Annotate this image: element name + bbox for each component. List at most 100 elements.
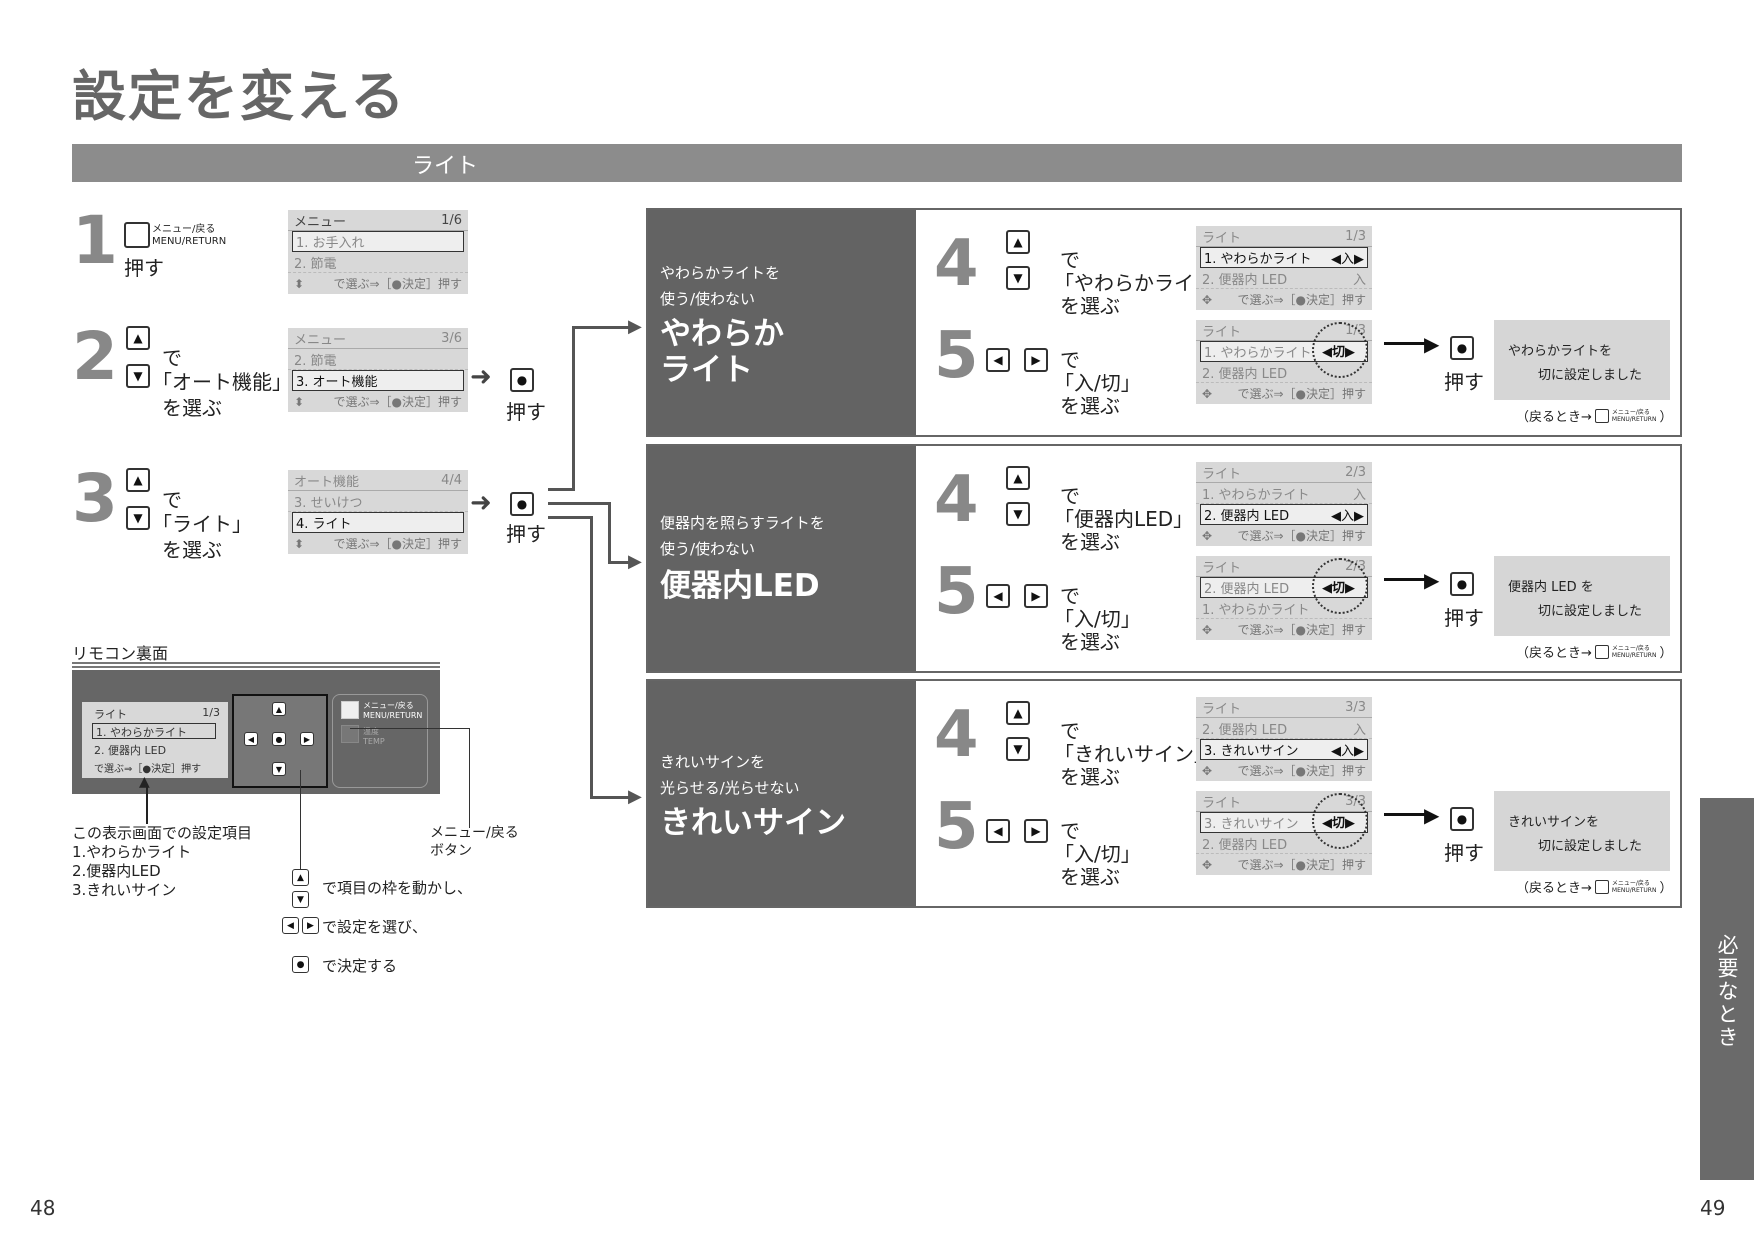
menu-row-label: 1. やわらかライト (1204, 252, 1312, 267)
menu-row-label: 3. せいけつ (294, 495, 363, 511)
leader-line (300, 770, 301, 870)
panel-desc: きれいサインを (660, 753, 766, 771)
step4-choice: 「便器内LED」 (1054, 507, 1194, 531)
step2-de: で (162, 346, 182, 370)
step2-push: 押す (506, 400, 546, 424)
menu-row-label: 2. 節電 (294, 256, 337, 272)
page-title: 設定を変える (72, 65, 407, 128)
step-number-5: 5 (934, 319, 979, 393)
enter-button[interactable]: ● (272, 732, 286, 746)
down-button[interactable]: ▼ (272, 762, 286, 776)
step5-select: を選ぶ (1060, 865, 1120, 889)
connector-arrow-icon: ▶ (628, 551, 642, 572)
menu-header: メニュー (294, 214, 347, 230)
confirm-message-box: 便器内 LED を 切に設定しました (1494, 556, 1670, 636)
menu-row-selected: 1. お手入れ (292, 231, 464, 252)
step-number-5: 5 (934, 555, 979, 629)
menu-row-value: 入 (1352, 722, 1366, 738)
step-number-4: 4 (934, 698, 979, 772)
confirm-message: きれいサインを (1508, 815, 1600, 830)
step5-de: で (1060, 348, 1080, 372)
highlight-circle (1312, 322, 1368, 378)
side-tab-label: 必要なとき (1715, 934, 1739, 1049)
menu-row-value: 入 (1352, 272, 1366, 288)
panel-name: やわらか (660, 316, 784, 352)
step-number-5: 5 (934, 790, 979, 864)
menu-row-label: 3. きれいサイン (1204, 817, 1299, 832)
menu-return-button[interactable] (341, 701, 359, 719)
remote-screen-row: 1. やわらかライト (92, 723, 216, 739)
step5-onoff: 「入/切」 (1054, 607, 1141, 631)
menu-return-button-icon (124, 222, 150, 248)
connector-line (572, 326, 632, 329)
page-number-left: 48 (30, 1196, 56, 1220)
step5-de: で (1060, 819, 1080, 843)
remote-note: この表示画面での設定項目 1.やわらかライト 2.便器内LED 3.きれいサイン (72, 824, 252, 900)
right-button[interactable]: ▶ (300, 732, 314, 746)
up-arrow-icon: ▲ (1006, 466, 1030, 490)
menu-header: ライト (1202, 701, 1242, 717)
panel-name: 便器内LED (660, 568, 820, 604)
value-off: ◀切▶ (1322, 816, 1355, 831)
menu-button-note: メニュー/戻る ボタン (430, 825, 519, 859)
enter-button-icon: ● (1450, 807, 1474, 831)
menu-row-label: 2. 便器内 LED (1202, 722, 1288, 738)
updown-icon: ⬍ (294, 394, 305, 409)
menu-row-value: 入 (1352, 487, 1366, 503)
updown-icon: ⬍ (294, 276, 305, 291)
step4-de: で (1060, 719, 1080, 743)
step-number-3: 3 (72, 460, 118, 537)
down-arrow-icon: ▼ (126, 364, 150, 388)
connector-line (548, 502, 610, 505)
left-arrow-icon: ◀ (986, 819, 1010, 843)
menu-row-label: 3. きれいサイン (1204, 744, 1299, 759)
leader-line (469, 728, 470, 828)
pointer-line (146, 784, 148, 824)
step5-push: 押す (1444, 841, 1484, 865)
menu-row-label: 2. 便器内 LED (1202, 837, 1288, 853)
temp-button[interactable] (341, 725, 359, 743)
step5-onoff: 「入/切」 (1054, 371, 1141, 395)
menu-row-label: 2. 便器内 LED (1204, 582, 1290, 597)
leader-line (350, 728, 470, 729)
up-button[interactable]: ▲ (272, 702, 286, 716)
menu-page: 1/6 (441, 212, 462, 228)
menu-return-label-top: メニュー/戻る (152, 224, 216, 235)
step4-de: で (1060, 248, 1080, 272)
step5-select: を選ぶ (1060, 394, 1120, 418)
menu-row-label: 2. 便器内 LED (1204, 509, 1290, 524)
menu-row-label: 1. やわらかライト (1202, 602, 1310, 618)
step3-de: で (162, 488, 182, 512)
connector-line (608, 502, 611, 564)
step-number-4: 4 (934, 463, 979, 537)
legend-select: で設定を選び、 (322, 918, 428, 936)
result-arrow-line (1384, 578, 1428, 581)
connector-line (572, 326, 575, 491)
cross-key-icon: ✥ (1202, 857, 1213, 872)
enter-button-icon: ● (1450, 572, 1474, 596)
panel-name: きれいサイン (660, 805, 846, 841)
cross-key-icon: ✥ (1202, 622, 1213, 637)
step3-choice: 「ライト」 (152, 512, 252, 536)
right-arrow-icon: ➜ (470, 362, 492, 392)
up-arrow-icon: ▲ (126, 468, 150, 492)
step4-select: を選ぶ (1060, 294, 1120, 318)
remote-note-item: 2.便器内LED (72, 862, 161, 880)
menu-row-value: ◀入▶ (1331, 509, 1364, 524)
down-arrow-icon: ▼ (1006, 502, 1030, 526)
down-arrow-icon: ▼ (1006, 266, 1030, 290)
connector-line (548, 516, 592, 519)
panel-desc: 使う/使わない (660, 290, 756, 308)
step4-select: を選ぶ (1060, 765, 1120, 789)
up-arrow-icon: ▲ (1006, 230, 1030, 254)
menu-row-label: 1. お手入れ (296, 236, 365, 251)
panel-desc: 使う/使わない (660, 540, 756, 558)
menu-return-icon (1594, 408, 1609, 423)
left-button[interactable]: ◀ (244, 732, 258, 746)
value-off: ◀切▶ (1322, 581, 1355, 596)
